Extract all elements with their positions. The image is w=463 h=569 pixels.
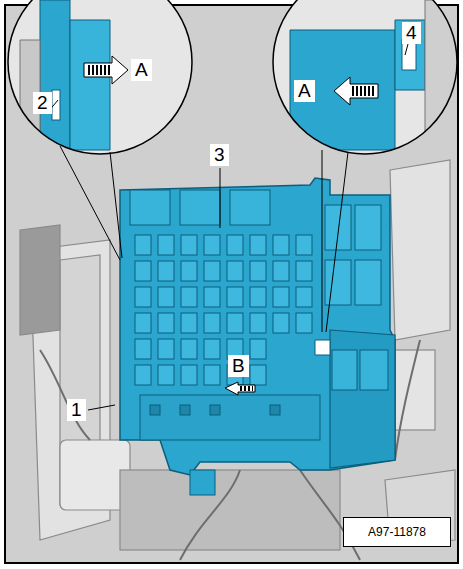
figure-number: A97-11878 [368,525,426,539]
callout-label: 2 [33,92,52,114]
callout-label: 3 [210,144,229,166]
callout-label: A [294,80,315,102]
callout-label: A [131,59,152,81]
figure-number-box: A97-11878 [343,517,451,547]
callout-label: 1 [67,399,86,421]
callout-label: B [228,355,249,377]
callout-label: 4 [402,22,421,44]
